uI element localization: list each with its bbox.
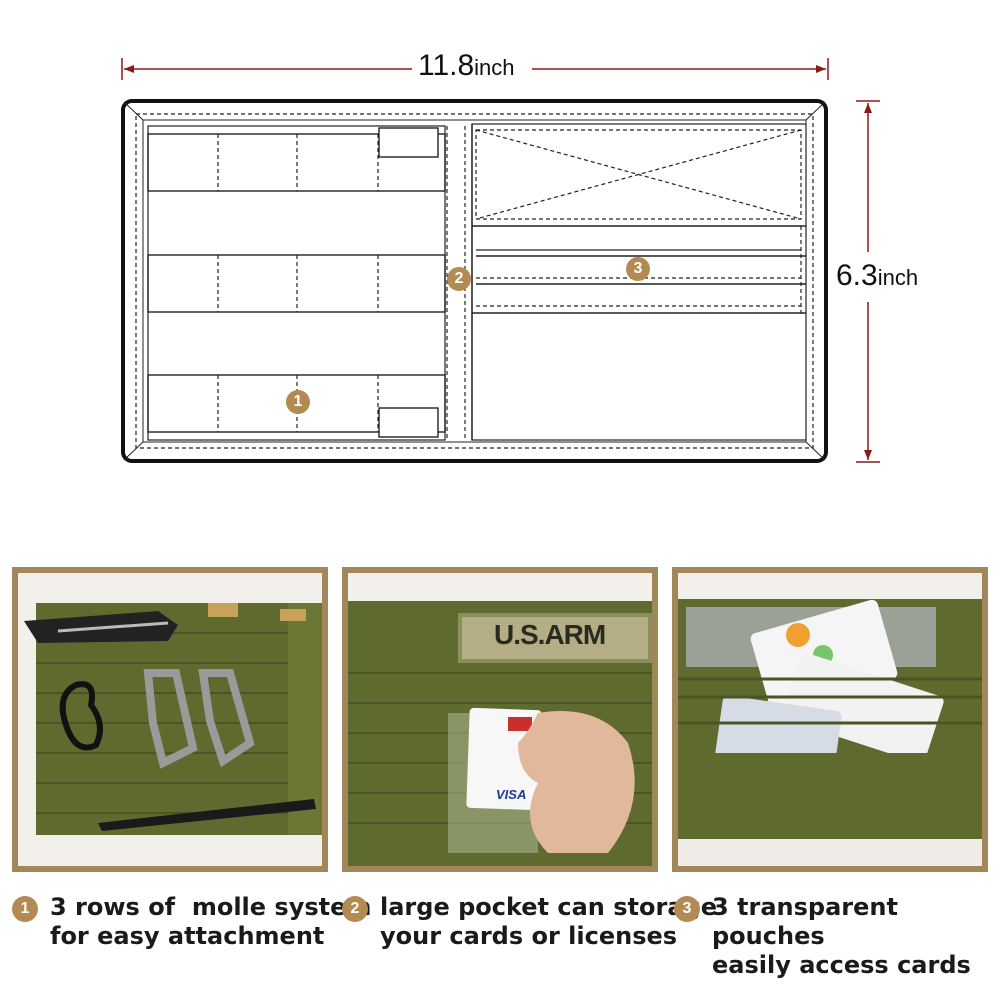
card-brand-label: VISA xyxy=(496,787,527,802)
caption-number-3: 3 xyxy=(674,896,700,922)
diagram-marker-3: 3 xyxy=(626,257,650,281)
width-dimension-line xyxy=(121,58,829,80)
height-value: 6.3 xyxy=(836,259,878,292)
width-value: 11.8 xyxy=(418,49,475,82)
caption-2-line-2: your cards or licenses xyxy=(380,922,678,950)
caption-3-line-2: easily access cards xyxy=(712,951,971,979)
caption-2: 2 large pocket can storage your cards or… xyxy=(342,893,717,951)
molle-panel xyxy=(147,125,446,441)
diagram-marker-1: 1 xyxy=(286,390,310,414)
caption-number-2: 2 xyxy=(342,896,368,922)
photo-molle-system xyxy=(12,567,328,872)
patch-text: U.S.ARM xyxy=(494,619,606,650)
caption-1-line-1: 3 rows of molle system xyxy=(50,893,372,921)
caption-3-line-1: 3 transparent pouches xyxy=(712,893,898,950)
caption-1: 1 3 rows of molle system for easy attach… xyxy=(12,893,371,951)
diagram-marker-2: 2 xyxy=(447,267,471,291)
organizer-outline xyxy=(121,99,828,463)
photo-transparent-pouches xyxy=(672,567,988,872)
caption-2-line-1: large pocket can storage xyxy=(380,893,717,921)
caption-3: 3 3 transparent pouches easily access ca… xyxy=(674,893,1000,980)
pocket-panel xyxy=(471,123,807,441)
caption-1-line-2: for easy attachment xyxy=(50,922,325,950)
photo-large-pocket: U.S.ARM VISA xyxy=(342,567,658,872)
width-unit: inch xyxy=(474,55,515,80)
organizer-diagram xyxy=(121,58,880,463)
height-label: 6.3inch xyxy=(836,259,918,293)
height-dimension-line xyxy=(856,100,880,463)
width-label: 11.8inch xyxy=(418,49,515,83)
caption-number-1: 1 xyxy=(12,896,38,922)
height-unit: inch xyxy=(877,265,919,290)
